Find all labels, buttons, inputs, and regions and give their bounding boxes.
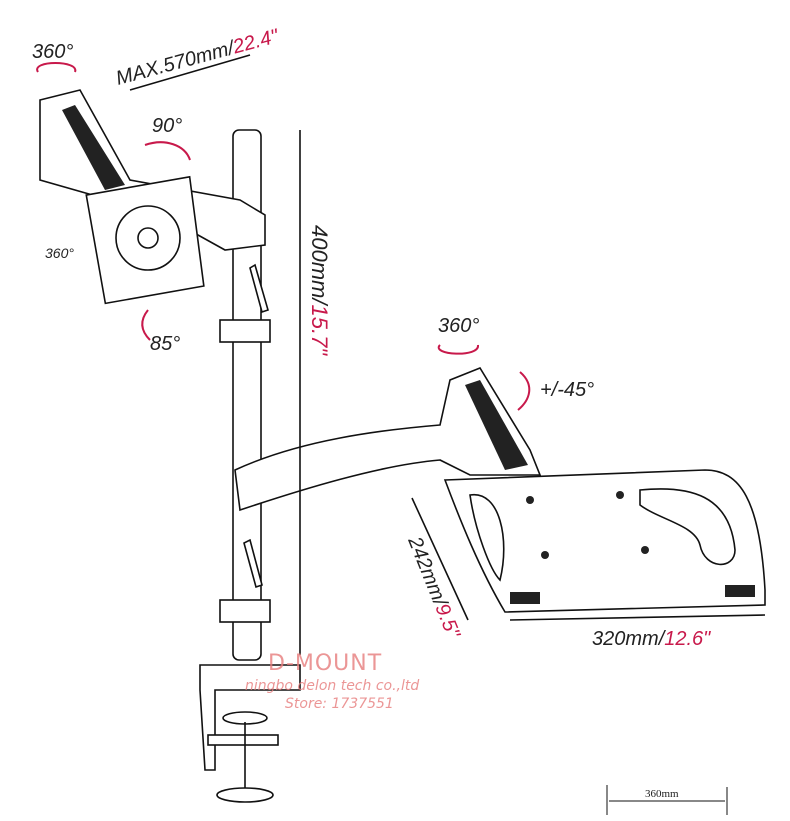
rotate-arrow-icon bbox=[141, 309, 151, 341]
tilt-up-label: 90° bbox=[152, 115, 182, 137]
rotation-label: 360° bbox=[32, 41, 73, 63]
rotate-arrow-icon bbox=[36, 62, 77, 73]
width-dimension-line bbox=[509, 614, 766, 621]
lower-arm bbox=[234, 367, 542, 512]
tray-width-label: 320mm/12.6" bbox=[592, 628, 711, 650]
pole bbox=[232, 129, 262, 661]
vesa-rotation-label: 360° bbox=[45, 245, 74, 261]
collar bbox=[219, 599, 271, 623]
desk-clamp bbox=[199, 664, 301, 803]
arm-reach-label: MAX.570mm/22.4" bbox=[114, 25, 282, 90]
reach-dimension-line bbox=[129, 54, 251, 91]
store-watermark: D-MOUNT ningbo delon tech co.,ltd Store:… bbox=[245, 651, 419, 712]
rotate-arrow-icon bbox=[144, 141, 191, 161]
svg-text:D-MOUNT: D-MOUNT bbox=[268, 651, 382, 676]
lock-handle bbox=[243, 538, 263, 589]
rotate-arrow-icon bbox=[517, 371, 531, 411]
pole-height-label: 400mm/15.7" bbox=[307, 225, 332, 356]
tray-rotation-label: 360° bbox=[438, 315, 479, 337]
svg-text:ningbo delon tech co.,ltd: ningbo delon tech co.,ltd bbox=[245, 678, 419, 694]
scale-bar: 360mm bbox=[606, 785, 728, 815]
lock-handle bbox=[249, 263, 269, 314]
depth-dimension-line bbox=[411, 497, 469, 621]
tray-depth-label: 242mm/9.5" bbox=[403, 533, 464, 642]
svg-text:Store: 1737551: Store: 1737551 bbox=[285, 696, 394, 712]
upper-arm bbox=[39, 89, 266, 305]
svg-text:360mm: 360mm bbox=[645, 788, 679, 800]
collar bbox=[219, 319, 271, 343]
laptop-tray bbox=[443, 469, 766, 613]
tilt-down-label: 85° bbox=[150, 333, 180, 355]
rotate-arrow-icon bbox=[437, 344, 479, 355]
tray-swivel-label: +/-45° bbox=[540, 379, 594, 401]
